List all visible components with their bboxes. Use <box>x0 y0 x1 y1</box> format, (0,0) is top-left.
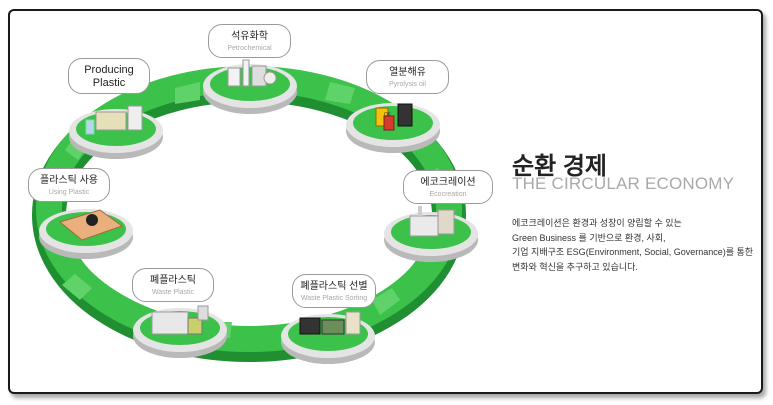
stage-label-using-plastic: 플라스틱 사용 Using Plastic <box>28 168 110 202</box>
stage-label-producing-plastic: Producing Plastic <box>68 58 150 94</box>
stage-subtitle: Petrochemical <box>227 45 272 52</box>
using-plastic-illustration <box>58 209 124 241</box>
stage-title: 폐플라스틱 <box>150 275 196 286</box>
description-line: Green Business 를 기반으로 환경, 사회, <box>512 232 666 243</box>
ecocreation-plant-illustration <box>409 206 455 237</box>
stage-title: 석유화학 <box>231 31 268 42</box>
stage-subtitle: Ecocreation <box>429 191 467 198</box>
section-title-korean: 순환 경제 <box>512 153 607 180</box>
garbage-truck-illustration <box>151 305 209 335</box>
section-title-english: THE CIRCULAR ECONOMY <box>512 174 735 193</box>
stage-title: 폐플라스틱 선별 <box>300 281 368 292</box>
stage-subtitle: Waste Plastic Sorting <box>300 295 368 302</box>
stage-title: 열분해유 <box>389 67 426 78</box>
stage-subtitle: Pyrolysis oil <box>389 81 426 88</box>
description-line: 기업 지배구조 ESG(Environment, Social, Governa… <box>512 247 754 257</box>
stage-label-pyrolysis-oil: 열분해유 Pyrolysis oil <box>366 60 449 94</box>
stage-subtitle: Waste Plastic <box>151 289 195 296</box>
stage-label-waste-plastic-sorting: 폐플라스틱 선별 Waste Plastic Sorting <box>292 274 376 308</box>
stage-label-waste-plastic: 폐플라스틱 Waste Plastic <box>132 268 214 302</box>
stage-title: 플라스틱 사용 <box>40 175 98 186</box>
stage-subtitle: Using Plastic <box>48 189 90 196</box>
svg-text:OIL: OIL <box>384 112 392 118</box>
plastic-factory-illustration <box>85 105 143 135</box>
stage-title: 에코크레이션 <box>420 177 476 188</box>
stage-label-petrochemical: 석유화학 Petrochemical <box>208 24 291 58</box>
stage-label-ecocreation: 에코크레이션 Ecocreation <box>403 170 493 204</box>
stage-title: Producing Plastic <box>84 64 134 89</box>
description-line: 에코크레이션은 환경과 성장이 양립할 수 있는 <box>512 218 682 228</box>
petrochemical-plant-illustration <box>227 59 277 87</box>
section-description: 에코크레이션은 환경과 성장이 양립할 수 있는 Green Business … <box>512 216 753 274</box>
description-line: 변화와 혁신을 추구하고 있습니다. <box>512 261 638 272</box>
sorting-facility-illustration <box>299 311 361 335</box>
oil-barrels-illustration: OIL <box>375 103 413 131</box>
